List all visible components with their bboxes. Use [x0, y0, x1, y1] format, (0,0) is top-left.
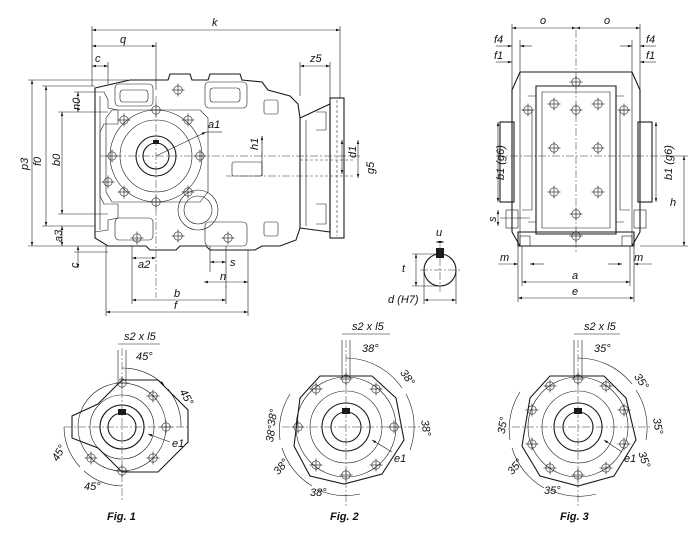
dim-o-left: o	[540, 15, 546, 27]
angle-2-g: 38°	[264, 424, 279, 443]
dim-o-right: o	[604, 15, 610, 27]
dim-a: a	[572, 270, 578, 282]
dim-s-side: s	[487, 216, 499, 222]
angle-1-d: 45°	[84, 481, 101, 493]
angle-3-f: 35°	[544, 485, 561, 497]
dim-q: q	[120, 34, 127, 46]
dim-d1: d1	[347, 146, 359, 158]
angle-2-c: 38°	[418, 419, 433, 438]
pcd-label-2: e1	[394, 453, 406, 465]
dim-b1g6-left: b1 (g6)	[495, 145, 507, 180]
pcd-label-1: e1	[172, 438, 184, 450]
dim-b0: b0	[51, 153, 63, 166]
dim-f4-right: f4	[646, 34, 655, 46]
angle-2-d: 38°	[266, 408, 281, 427]
angle-3-d: 35°	[496, 416, 511, 435]
dim-a3: a3	[53, 229, 65, 242]
angle-1-a: 45°	[136, 351, 153, 363]
angle-3-c: 35°	[650, 417, 665, 436]
dim-e: e	[572, 286, 578, 298]
angle-2-f: 38°	[310, 487, 327, 499]
angle-1-b: 45°	[177, 387, 196, 408]
dim-c-top: c	[95, 53, 101, 65]
dim-m-left: m	[500, 252, 509, 264]
dim-z5: z5	[309, 53, 323, 65]
angle-1-c: 45°	[50, 443, 69, 464]
angle-2-e: 38°	[271, 456, 291, 477]
dim-b1g6-right: b1 (g6)	[663, 145, 675, 180]
dim-f1-left: f1	[494, 50, 503, 62]
keyway-detail: u t d (H7)	[388, 227, 460, 306]
dim-f: f	[174, 300, 178, 312]
dim-n0: n0	[71, 97, 83, 110]
dim-a2: a2	[138, 259, 150, 271]
bolt-spec-3: s2 x l5	[584, 321, 617, 333]
flange-fig-1: s2 x l5 45° 45° 45° 45° e1 Fig. 1	[50, 331, 196, 523]
dim-t: t	[402, 263, 406, 275]
side-view: o o f4 f1 f4 f1 b1 (g6) b1 (g6) s h m m	[487, 15, 688, 302]
dim-f4-left: f4	[494, 34, 503, 46]
flange-fig-2: s2 x l5 38° 38° 38° 38° 38° 38° 38° e1 F…	[264, 321, 433, 523]
angle-3-e: 35°	[505, 456, 525, 477]
dim-f1-right: f1	[646, 50, 655, 62]
flange-fig-3: s2 x l5 35° 35° 35° 35° 35° 35° 35° e1 F…	[496, 321, 665, 523]
dim-a1: a1	[208, 119, 220, 131]
dim-p3: p3	[19, 157, 31, 171]
fig-caption-1: Fig. 1	[107, 511, 136, 523]
dim-d-h7: d (H7)	[388, 294, 419, 306]
dim-s: s	[230, 257, 236, 269]
dim-b: b	[174, 288, 180, 300]
dim-h1: h1	[249, 138, 261, 150]
housing-outline	[94, 73, 301, 251]
dim-k: k	[212, 17, 218, 29]
fig-caption-3: Fig. 3	[560, 511, 589, 523]
front-view: k q c z5 p3 f0 b0 n0 a3	[19, 17, 377, 316]
bolt-spec-2: s2 x l5	[352, 321, 385, 333]
dim-u: u	[436, 227, 442, 239]
dim-m-right: m	[634, 252, 643, 264]
angle-2-a: 38°	[362, 343, 379, 355]
dim-g5: g5	[365, 161, 377, 174]
pcd-label-3: e1	[624, 453, 636, 465]
angle-3-b: 35°	[631, 371, 651, 392]
dim-n: n	[220, 271, 226, 283]
dim-f0: f0	[32, 156, 44, 166]
dim-h: h	[670, 197, 676, 209]
fig-caption-2: Fig. 2	[330, 511, 359, 523]
angle-3-g: 35°	[635, 450, 652, 470]
dim-c-left: c	[69, 262, 81, 268]
bolt-spec-1: s2 x l5	[124, 331, 157, 343]
angle-3-a: 35°	[594, 343, 611, 355]
